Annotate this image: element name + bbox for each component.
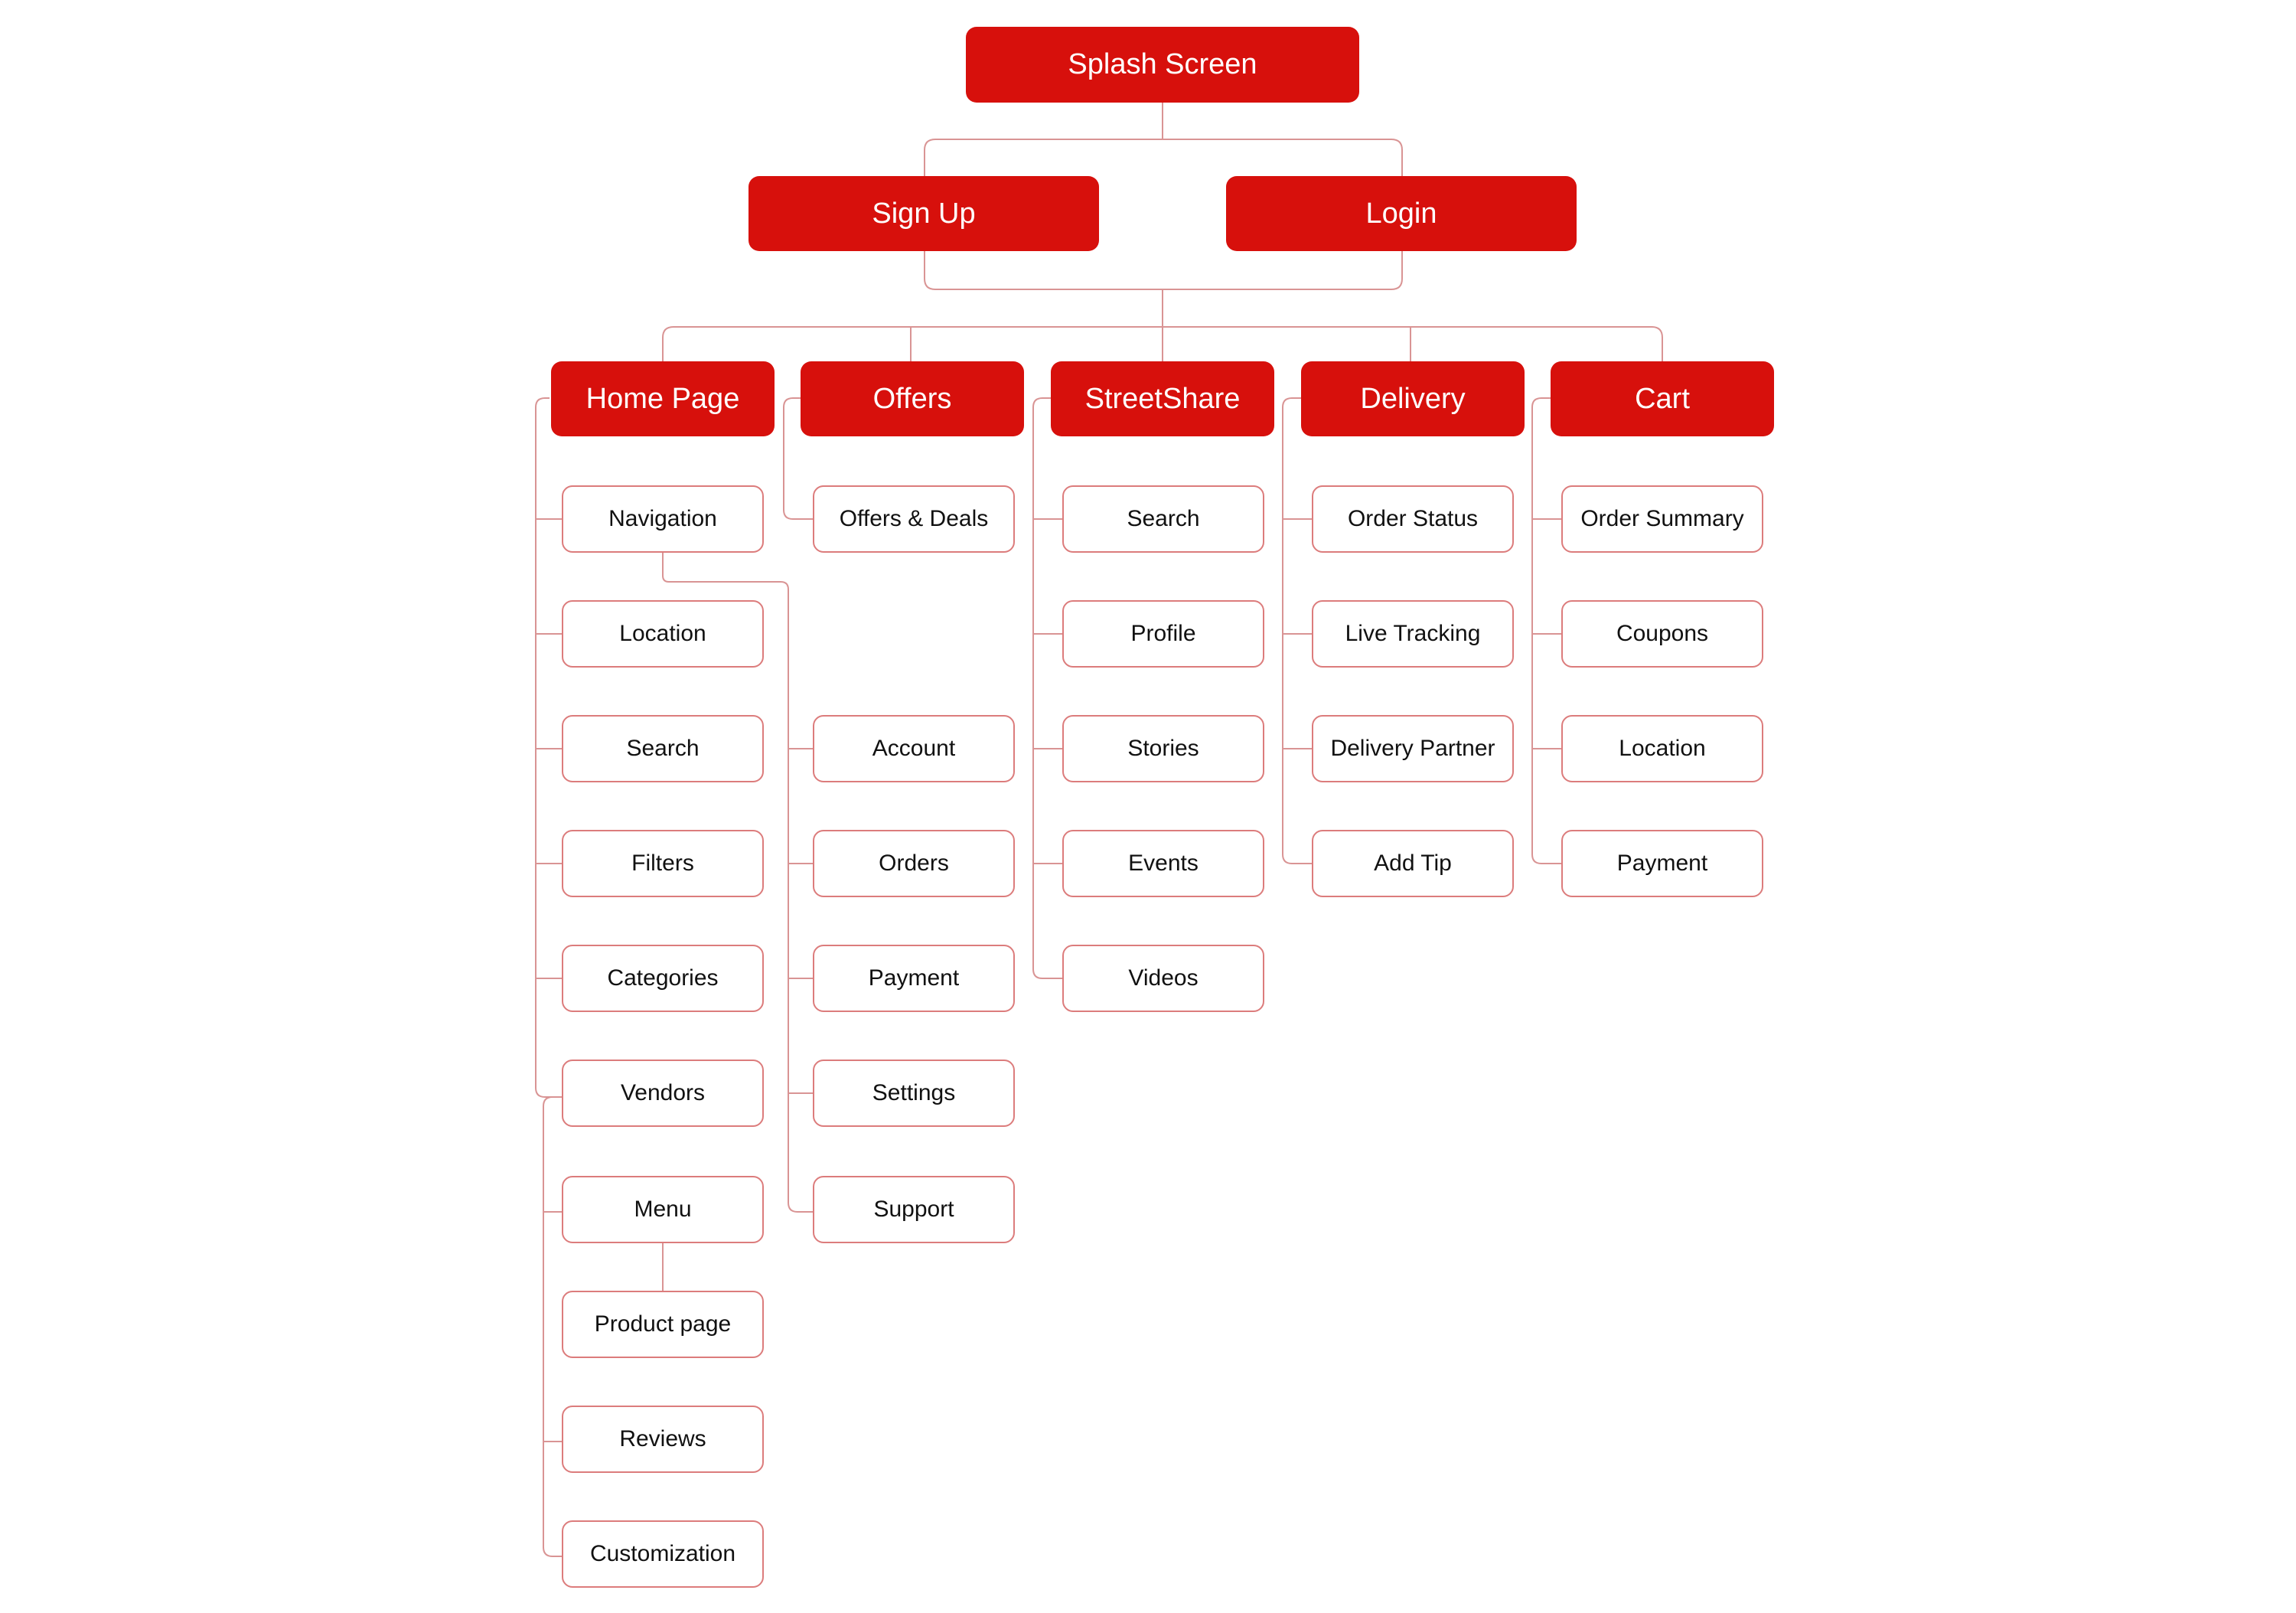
node-videos: Videos xyxy=(1062,945,1264,1012)
node-orders: Orders xyxy=(813,830,1015,897)
node-account: Account xyxy=(813,715,1015,782)
node-sign-up: Sign Up xyxy=(748,176,1099,251)
node-login: Login xyxy=(1226,176,1577,251)
node-events: Events xyxy=(1062,830,1264,897)
node-menu: Menu xyxy=(562,1176,764,1243)
node-product-page: Product page xyxy=(562,1291,764,1358)
node-support: Support xyxy=(813,1176,1015,1243)
node-order-status: Order Status xyxy=(1312,485,1514,553)
node-splash-screen: Splash Screen xyxy=(966,27,1359,103)
node-coupons: Coupons xyxy=(1561,600,1763,668)
node-delivery-partner: Delivery Partner xyxy=(1312,715,1514,782)
node-navigation: Navigation xyxy=(562,485,764,553)
node-filters: Filters xyxy=(562,830,764,897)
node-categories: Categories xyxy=(562,945,764,1012)
node-order-summary: Order Summary xyxy=(1561,485,1763,553)
node-live-tracking: Live Tracking xyxy=(1312,600,1514,668)
node-streetshare-search: Search xyxy=(1062,485,1264,553)
node-stories: Stories xyxy=(1062,715,1264,782)
node-profile: Profile xyxy=(1062,600,1264,668)
node-delivery: Delivery xyxy=(1301,361,1525,436)
node-offers: Offers xyxy=(801,361,1024,436)
node-vendors: Vendors xyxy=(562,1060,764,1127)
node-search: Search xyxy=(562,715,764,782)
node-location: Location xyxy=(562,600,764,668)
node-offers-deals: Offers & Deals xyxy=(813,485,1015,553)
node-settings: Settings xyxy=(813,1060,1015,1127)
node-cart-location: Location xyxy=(1561,715,1763,782)
node-cart-payment: Payment xyxy=(1561,830,1763,897)
node-add-tip: Add Tip xyxy=(1312,830,1514,897)
node-home-page: Home Page xyxy=(551,361,775,436)
node-reviews: Reviews xyxy=(562,1406,764,1473)
node-payment: Payment xyxy=(813,945,1015,1012)
node-cart: Cart xyxy=(1551,361,1774,436)
node-customization: Customization xyxy=(562,1520,764,1588)
node-streetshare: StreetShare xyxy=(1051,361,1274,436)
